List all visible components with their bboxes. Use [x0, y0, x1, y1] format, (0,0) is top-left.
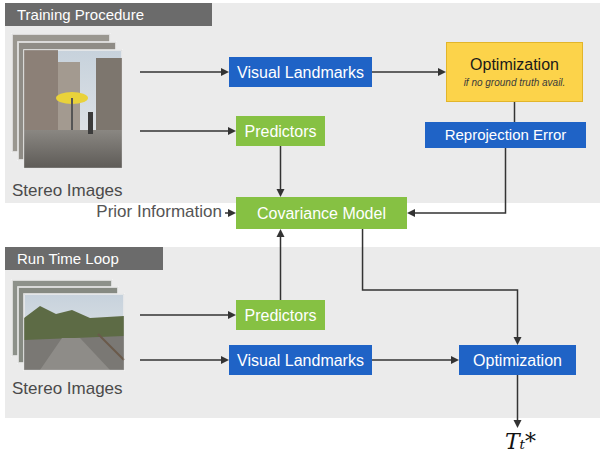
connector-arrow: [372, 359, 452, 361]
arrow-head: [514, 337, 522, 345]
model-box: Predictors: [236, 116, 325, 146]
arrow-head: [221, 68, 229, 76]
box-label: Reprojection Error: [445, 126, 567, 144]
model-box: Covariance Model: [236, 197, 407, 229]
stereo-image-stack: [12, 34, 122, 168]
connector-arrow: [372, 71, 439, 73]
process-box: Reprojection Error: [425, 122, 586, 148]
arrow-head: [438, 68, 446, 76]
process-box: Visual Landmarks: [229, 57, 372, 87]
connector-arrow: [140, 314, 229, 316]
box-label: Predictors: [244, 306, 316, 325]
arrow-head: [228, 311, 236, 319]
box-note: if no ground truth avail.: [464, 76, 566, 89]
arrow-head: [451, 356, 459, 364]
input-label: Prior Information: [96, 202, 222, 222]
prior-arrow: [225, 209, 236, 217]
connector-arrow: [280, 236, 282, 300]
box-label: Predictors: [244, 122, 316, 141]
connector-arrow: [140, 130, 229, 132]
connector-arrow: [414, 148, 506, 213]
connector-arrow: [140, 359, 222, 361]
box-label: Optimization: [470, 55, 559, 74]
box-label: Covariance Model: [257, 204, 386, 223]
arrow-head: [407, 209, 415, 217]
image-caption: Stereo Images: [12, 181, 123, 201]
process-box: Optimization: [459, 345, 576, 375]
connector-arrow: [363, 229, 518, 338]
output-symbol: Tₜ*: [505, 429, 536, 454]
output-arrow: [514, 375, 522, 428]
box-label: Visual Landmarks: [237, 63, 364, 82]
arrow-head: [221, 356, 229, 364]
box-label: Visual Landmarks: [237, 351, 364, 370]
image-caption: Stereo Images: [12, 379, 123, 399]
connector-arrow: [280, 146, 282, 190]
arrow-head: [228, 127, 236, 135]
panel-tab: Run Time Loop: [5, 247, 163, 270]
optimization-box: Optimization if no ground truth avail.: [446, 42, 583, 102]
process-box: Visual Landmarks: [229, 345, 372, 375]
connector-arrow: [514, 102, 516, 122]
arrow-head: [277, 189, 285, 197]
box-label: Optimization: [473, 351, 562, 370]
stereo-image-stack: [12, 280, 124, 370]
arrow-head: [277, 229, 285, 237]
connector-arrow: [140, 71, 222, 73]
model-box: Predictors: [236, 300, 325, 330]
panel-tab: Training Procedure: [5, 3, 212, 26]
